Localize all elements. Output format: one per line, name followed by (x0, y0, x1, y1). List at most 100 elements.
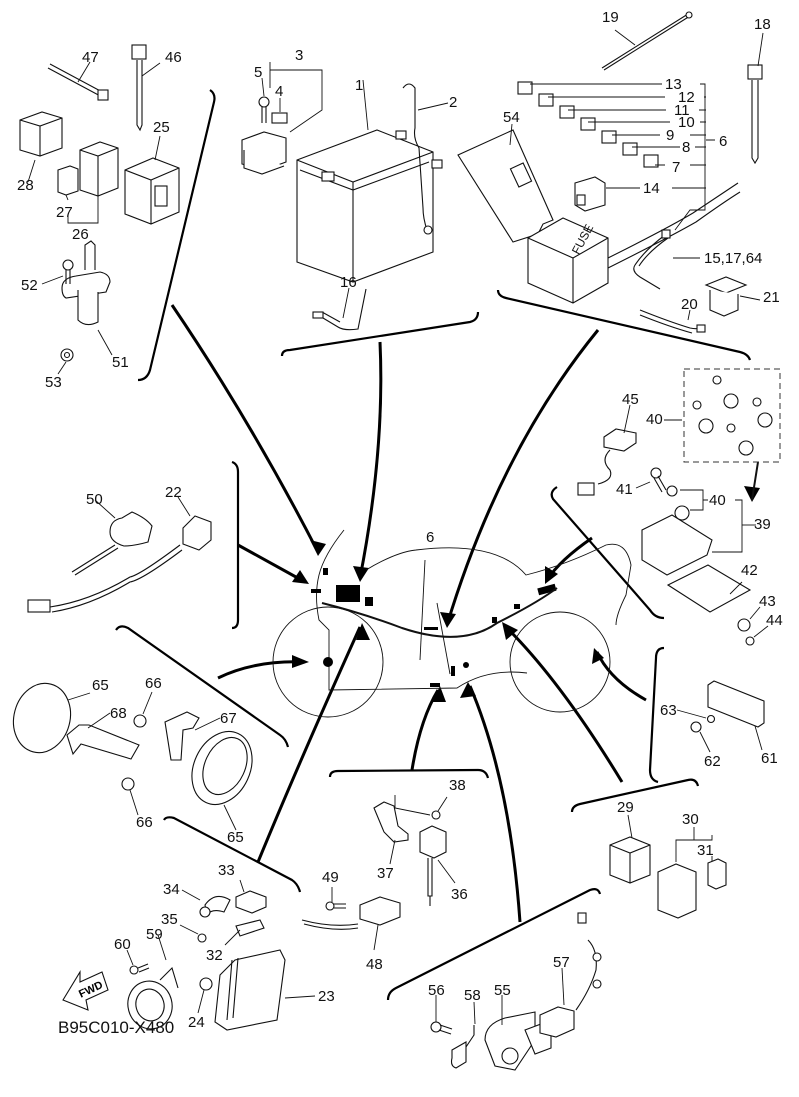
pointer-line (445, 329, 600, 626)
part-15-lead (633, 229, 700, 290)
drawing-code: B95C010-X480 (58, 1018, 175, 1037)
callout-19: 19 (602, 9, 619, 26)
callout-55: 55 (494, 982, 511, 999)
callout-11: 11 (674, 102, 690, 119)
callout-62: 62 (704, 753, 721, 770)
callout-65-rear: 65 (227, 829, 244, 846)
part-34-clamp (181, 889, 231, 918)
callout-2: 2 (449, 94, 458, 111)
callout-5: 5 (254, 64, 263, 81)
callout-13: 13 (665, 76, 682, 93)
callout-29: 29 (617, 799, 634, 816)
callout-57: 57 (553, 954, 570, 971)
callout-8: 8 (682, 139, 691, 156)
callout-59: 59 (146, 926, 163, 943)
part-32-bracket (224, 919, 265, 946)
part-20-lead (639, 309, 706, 334)
callout-39: 39 (754, 516, 771, 533)
group-bracket-tilt-sensor (550, 486, 665, 620)
pointer-line (170, 304, 320, 553)
callout-47: 47 (82, 49, 99, 66)
part-63-washer (676, 709, 716, 724)
part-45-lead (577, 404, 637, 496)
callout-38: 38 (449, 777, 466, 794)
pointer-line (237, 543, 306, 584)
group-bracket-sidestand (328, 768, 490, 779)
callout-52: 52 (21, 277, 38, 294)
callout-33: 33 (218, 862, 235, 879)
group-bracket-ecu (163, 816, 302, 893)
part-16-lead (312, 287, 367, 331)
part-42-bracket (666, 564, 752, 613)
pointer-line (468, 685, 522, 923)
part-50-sensor (71, 499, 153, 576)
callout-26: 26 (72, 226, 89, 243)
arrowheads (292, 486, 760, 702)
callout-6-harness: 6 (426, 529, 435, 546)
part-61-reflector (707, 680, 765, 751)
part-43-nut (737, 606, 761, 632)
part-67-bracket (164, 711, 221, 761)
part-52-screw (41, 259, 74, 285)
callout-45: 45 (622, 391, 639, 408)
pointer-line (410, 689, 440, 771)
part-24-nut (197, 977, 213, 1014)
group-bracket-reflector-front (115, 625, 290, 748)
callout-66-lower: 66 (136, 814, 153, 831)
callout-61: 61 (761, 750, 778, 767)
callout-58: 58 (464, 987, 481, 1004)
callout-49: 49 (322, 869, 339, 886)
part-65-reflector-front (12, 682, 91, 754)
callout-9: 9 (666, 127, 675, 144)
callout-3: 3 (295, 47, 304, 64)
motorcycle-silhouette (272, 529, 632, 718)
part-27-relay-cover (57, 165, 79, 201)
callout-65-front: 65 (92, 677, 109, 694)
fwd-arrow-icon (62, 970, 109, 1011)
pointer-line (503, 624, 624, 783)
part-59-horn (127, 934, 179, 1030)
callout-18: 18 (754, 16, 771, 33)
callout-60: 60 (114, 936, 131, 953)
callout-44: 44 (766, 612, 783, 629)
part-57-lead (539, 912, 602, 1038)
part-47-cable-tie (47, 61, 109, 101)
part-66-nut (121, 691, 153, 816)
grommets (664, 375, 773, 456)
part-2-battery-cable (402, 83, 449, 235)
part-33-cover (235, 879, 267, 914)
part-38-bolt (394, 795, 448, 820)
part-60-screw (126, 949, 150, 975)
callout-56: 56 (428, 982, 445, 999)
callout-22: 22 (165, 484, 182, 501)
callout-35: 35 (161, 911, 178, 928)
pointer-line (358, 341, 383, 579)
part-40-grommet (666, 485, 743, 553)
pointer-line (595, 651, 647, 702)
part-29-relay (609, 814, 651, 884)
part-3-starter-relay (241, 62, 323, 175)
part-62-nut (690, 721, 711, 753)
part-31-relay-cover (707, 856, 727, 890)
part-5-bolt (258, 77, 270, 123)
callout-34: 34 (163, 881, 180, 898)
callout-23: 23 (318, 988, 335, 1005)
part-68-bracket (66, 712, 140, 760)
callout-14: 14 (643, 180, 660, 197)
part-41-screw (635, 467, 667, 493)
callout-41: 41 (616, 481, 633, 498)
callout-24: 24 (188, 1014, 205, 1031)
callout-42: 42 (741, 562, 758, 579)
part-46-cable-tie (131, 44, 161, 132)
part-65-reflector-rear (191, 731, 253, 831)
part-fuse-box (527, 182, 741, 304)
callout-48: 48 (366, 956, 383, 973)
part-36-switch (419, 825, 456, 906)
part-4-fuse (271, 98, 288, 124)
part-35-bolt (179, 924, 207, 943)
pointer-line (217, 660, 306, 680)
part-26-relay (67, 141, 119, 224)
callout-20: 20 (681, 296, 698, 313)
group-bracket-speed-sensor (231, 460, 240, 630)
